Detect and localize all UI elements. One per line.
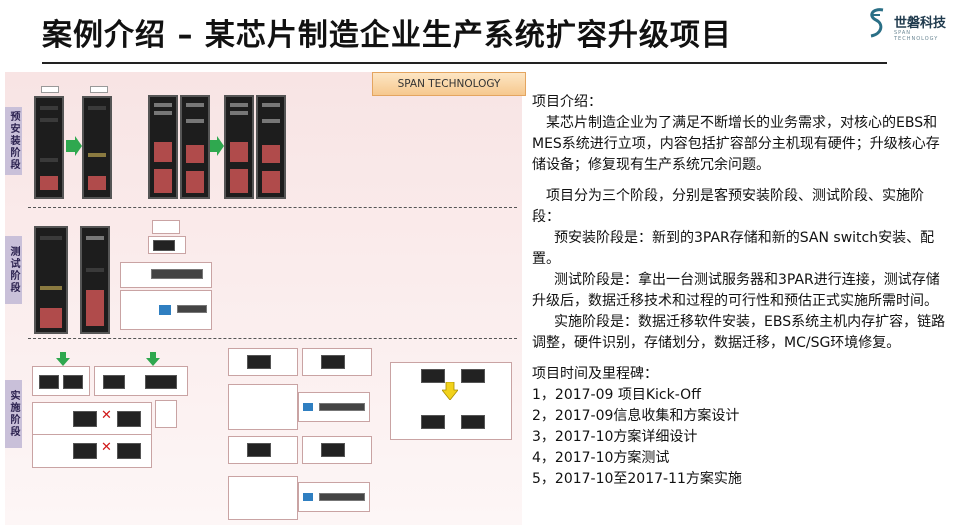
green-arrow-icon: [210, 136, 224, 156]
server-node: [302, 348, 372, 376]
phases-intro: 项目分为三个阶段，分别是客预安装阶段、测试阶段、实施阶段：: [532, 188, 924, 225]
server-node: [94, 366, 188, 396]
slide-title: 案例介绍 – 某芯片制造企业生产系统扩容升级项目: [42, 18, 732, 53]
server-node: [228, 348, 298, 376]
switch-panel: [298, 392, 370, 422]
milestone-item: 5，2017-10至2017-11方案实施: [532, 471, 742, 487]
server-node: [148, 236, 186, 254]
project-description: 项目介绍： 某芯片制造企业为了满足不断增长的业务需求，对核心的EBS和MES系统…: [532, 92, 948, 490]
stage-separator: [28, 207, 517, 208]
server-node: [32, 366, 90, 396]
milestone-item: 3，2017-10方案详细设计: [532, 429, 698, 445]
switch-panel: [298, 482, 370, 512]
stage-tab-implementation: 实施阶段: [5, 380, 22, 448]
rack-label: [41, 86, 59, 93]
server-rack: [148, 95, 178, 199]
logo-mark-icon: [870, 8, 884, 38]
stage-tab-preinstall: 预安装阶段: [5, 107, 22, 175]
server-rack: [256, 95, 286, 199]
server-rack: [224, 95, 254, 199]
server-node: [228, 436, 298, 464]
intro-body: 某芯片制造企业为了满足不断增长的业务需求，对核心的EBS和MES系统进行立项，内…: [532, 115, 940, 173]
logo-subtitle: SPAN TECHNOLOGY: [894, 30, 939, 42]
green-arrow-icon: [66, 136, 82, 156]
migration-panel: [390, 362, 512, 440]
storage-icon: [155, 400, 177, 428]
server-rack: [34, 226, 68, 334]
link-panel: ✕: [32, 402, 152, 436]
milestone-item: 4，2017-10方案测试: [532, 450, 670, 466]
company-logo: 世磐科技 SPAN TECHNOLOGY: [866, 6, 950, 46]
title-divider: [42, 62, 887, 64]
phase-test: 测试阶段是：拿出一台测试服务器和3PAR进行连接，测试存储升级后，数据迁移技术和…: [532, 272, 940, 309]
storage-panel: [228, 384, 298, 430]
server-rack: [82, 96, 112, 199]
green-arrow-icon: [146, 352, 160, 366]
logo-name: 世磐科技: [894, 16, 947, 31]
rack-label: [90, 86, 108, 93]
server-node: [152, 220, 180, 234]
server-rack: [34, 96, 64, 199]
link-panel: ✕: [32, 434, 152, 468]
server-rack: [180, 95, 210, 199]
intro-heading: 项目介绍：: [532, 94, 602, 110]
stage-tab-test: 测试阶段: [5, 236, 22, 304]
milestone-item: 2，2017-09信息收集和方案设计: [532, 408, 740, 424]
yellow-arrow-icon: [442, 382, 458, 400]
server-rack: [80, 226, 110, 334]
storage-panel: [228, 476, 298, 520]
phase-implementation: 实施阶段是：数据迁移软件安装，EBS系统主机内存扩容，链路调整，硬件识别，存储划…: [532, 314, 946, 351]
phase-preinstall: 预安装阶段是：新到的3PAR存储和新的SAN switch安装、配置。: [532, 230, 935, 267]
stage-separator: [28, 338, 517, 339]
storage-panel: [120, 290, 212, 330]
span-technology-badge: SPAN TECHNOLOGY: [372, 72, 526, 96]
server-node: [302, 436, 372, 464]
switch-panel: [120, 262, 212, 288]
milestone-item: 1，2017-09 项目Kick-Off: [532, 387, 701, 403]
green-arrow-icon: [56, 352, 70, 366]
milestones-heading: 项目时间及里程碑：: [532, 366, 658, 382]
